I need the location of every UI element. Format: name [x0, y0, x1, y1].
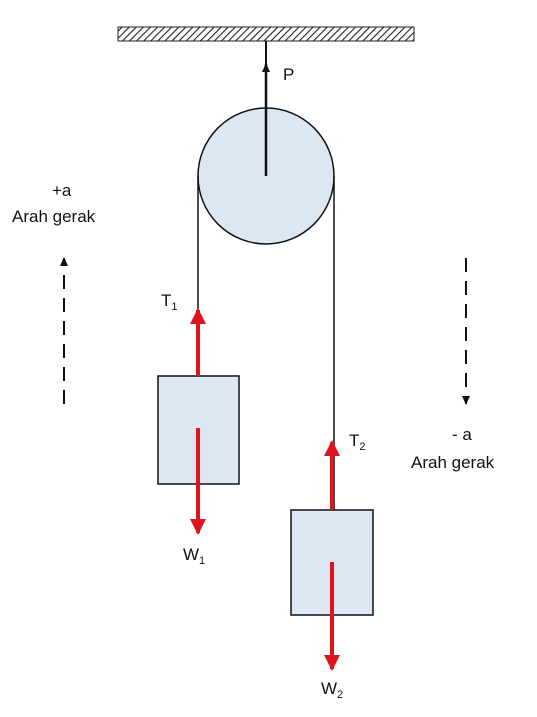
weight-label-1: W1 — [183, 545, 205, 567]
right-motion-label: Arah gerak — [411, 453, 495, 472]
left-accel-label: +a — [52, 181, 72, 200]
tension-label-1: T1 — [161, 291, 178, 313]
right-accel-label: - a — [452, 425, 472, 444]
tension-label-2: T2 — [349, 431, 366, 453]
weight-label-2: W2 — [321, 679, 343, 701]
ceiling — [117, 26, 415, 42]
force-label-p: P — [283, 65, 294, 84]
left-motion-label: Arah gerak — [12, 207, 96, 226]
